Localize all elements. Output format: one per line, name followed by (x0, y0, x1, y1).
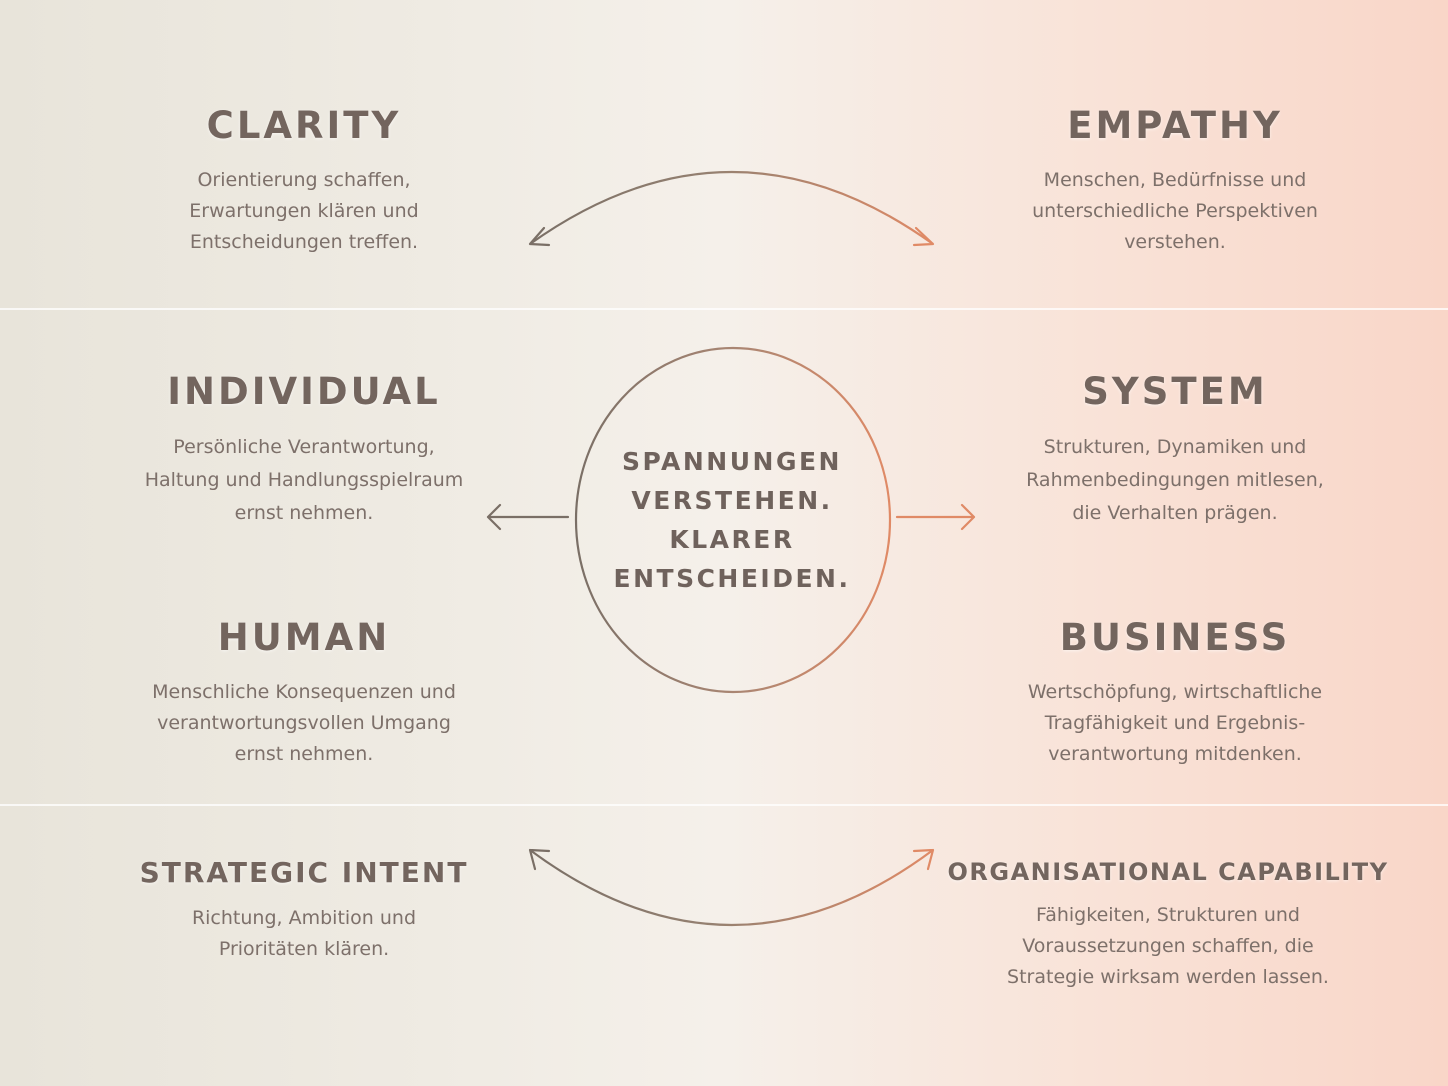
business-title: BUSINESS (1059, 616, 1291, 659)
strategic-intent-title: STRATEGIC INTENT (139, 856, 469, 889)
business-block: BUSINESS Wertschöpfung, wirtschaftliche … (945, 616, 1405, 770)
bottom-arc-arrow (529, 849, 934, 927)
right-arrow (895, 503, 976, 531)
clarity-title: CLARITY (206, 104, 402, 147)
organisational-capability-title: ORGANISATIONAL CAPABILITY (947, 858, 1389, 886)
human-block: HUMAN Menschliche Konsequenzen und veran… (74, 616, 534, 770)
divider-bottom (0, 804, 1448, 806)
center-statement: SPANNUNGEN VERSTEHEN. KLARER ENTSCHEIDEN… (582, 442, 882, 598)
top-arc-arrow (529, 170, 934, 245)
organisational-capability-block: ORGANISATIONAL CAPABILITY Fähigkeiten, S… (938, 858, 1398, 993)
strategic-intent-block: STRATEGIC INTENT Richtung, Ambition und … (74, 856, 534, 965)
center-line-3: KLARER (669, 525, 795, 554)
empathy-title: EMPATHY (1067, 104, 1283, 147)
strategic-intent-desc: Richtung, Ambition und Prioritäten kläre… (191, 907, 417, 960)
center-line-2: VERSTEHEN. (631, 486, 833, 515)
empathy-block: EMPATHY Menschen, Bedürfnisse und unters… (945, 104, 1405, 258)
divider-top (0, 308, 1448, 310)
individual-desc: Persönliche Verantwortung, Haltung und H… (144, 436, 464, 524)
center-line-1: SPANNUNGEN (622, 447, 842, 476)
system-desc: Strukturen, Dynamiken und Rahmenbedingun… (1026, 436, 1324, 524)
left-arrow (486, 503, 570, 531)
organisational-capability-desc: Fähigkeiten, Strukturen und Voraussetzun… (1007, 904, 1329, 988)
system-title: SYSTEM (1082, 370, 1268, 413)
clarity-block: CLARITY Orientierung schaffen, Erwartung… (74, 104, 534, 258)
center-line-4: ENTSCHEIDEN. (613, 564, 851, 593)
human-desc: Menschliche Konsequenzen und verantwortu… (152, 681, 456, 765)
clarity-desc: Orientierung schaffen, Erwartungen kläre… (189, 169, 419, 253)
empathy-desc: Menschen, Bedürfnisse und unterschiedlic… (1032, 169, 1318, 253)
individual-block: INDIVIDUAL Persönliche Verantwortung, Ha… (74, 370, 534, 530)
bottom-arc-head-left (528, 848, 551, 871)
system-block: SYSTEM Strukturen, Dynamiken und Rahmenb… (945, 370, 1405, 530)
human-title: HUMAN (217, 616, 391, 659)
top-arc-head-left (528, 226, 551, 247)
center-circle (574, 346, 892, 694)
bottom-arc-head-right (912, 848, 935, 871)
top-arc-head-right (912, 226, 935, 247)
individual-title: INDIVIDUAL (167, 370, 441, 413)
business-desc: Wertschöpfung, wirtschaftliche Tragfähig… (1027, 681, 1323, 765)
